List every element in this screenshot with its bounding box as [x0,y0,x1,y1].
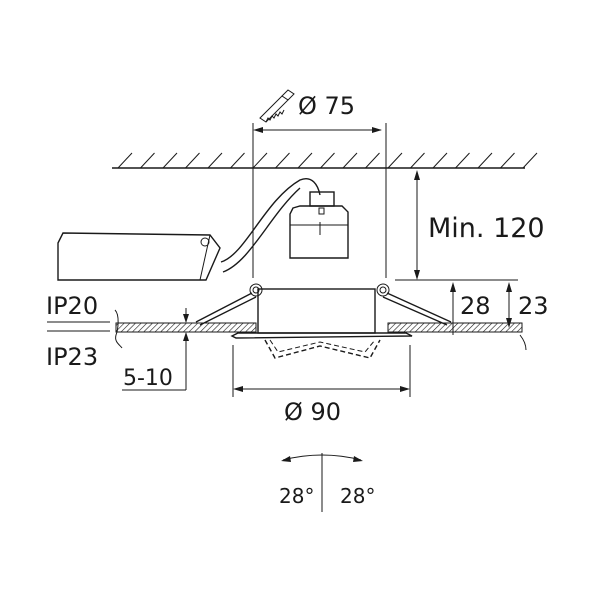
ip-above-label: IP20 [46,292,98,320]
ceiling-hatch [365,152,380,169]
ceiling-hatch [342,152,358,169]
luminaire [195,283,452,359]
ceiling-hatch [275,152,290,169]
saw-icon [259,89,295,123]
thickness-label: 5-10 [123,366,173,391]
ceiling-hatch [140,152,155,169]
cutout-dimension: Ø 75 [252,92,387,278]
ceiling-hatch [162,152,178,169]
ip-ratings: IP20 IP23 [46,292,110,371]
tilt-left-label: 28° [279,484,314,508]
height-recess-label: 23 [518,292,549,320]
flange-diameter-label: Ø 90 [284,398,341,426]
tilt-right-label: 28° [340,484,375,508]
ceiling-hatch [320,152,335,169]
driver-box [57,178,321,281]
thickness-dimension: 5-10 [122,308,189,391]
ceiling-hatch [387,152,403,169]
min-depth-label: Min. 120 [428,213,545,244]
ceiling-hatch [230,152,245,169]
ceiling-hatch [455,152,470,169]
ceiling-hatch [432,152,448,169]
height-dimensions: 28 23 [450,282,549,335]
min-depth-dimension: Min. 120 [395,170,545,281]
tilt-indicator: 28° 28° [279,453,375,512]
ceiling-hatch [477,152,493,169]
ip-below-label: IP23 [46,343,98,371]
height-total-label: 28 [460,292,491,320]
ceiling-hatch [410,152,425,169]
cutout-diameter-label: Ø 75 [298,92,355,120]
ceiling-structure [112,152,538,169]
ceiling-hatch [500,152,515,169]
ceiling-hatch [522,152,538,169]
lamp-socket [289,191,349,259]
ceiling-hatch [297,152,313,169]
flange-dimension: Ø 90 [232,345,411,426]
ceiling-hatch [207,152,223,169]
ceiling-hatch [117,152,133,169]
ceiling-hatch [252,152,268,169]
ceiling-hatch [185,152,200,169]
